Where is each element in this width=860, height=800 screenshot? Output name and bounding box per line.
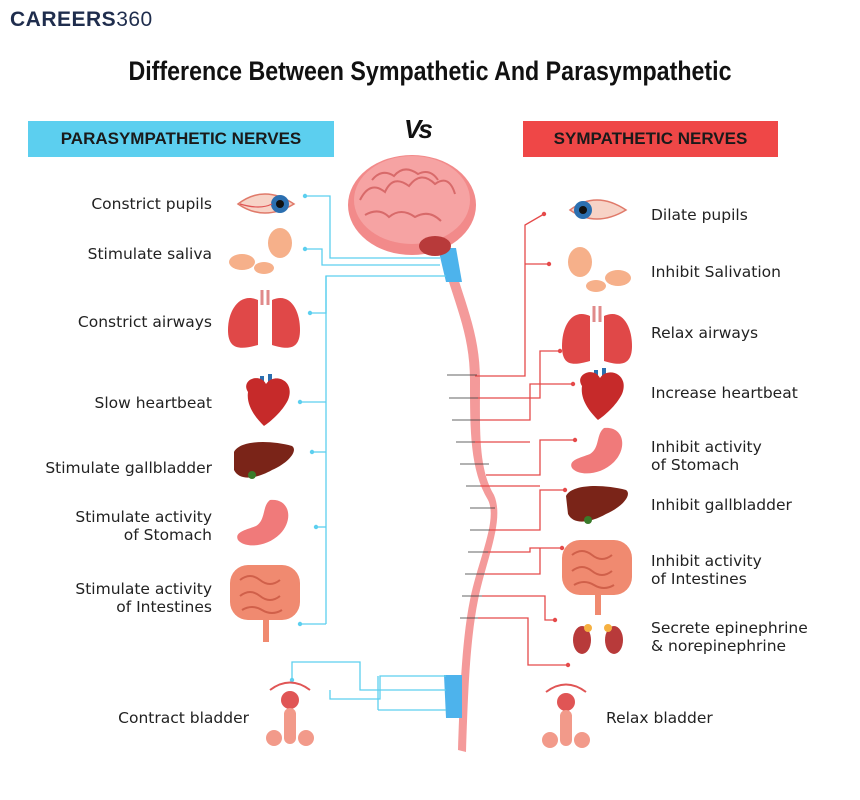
stomach-icon <box>237 499 289 546</box>
kidney-icon <box>573 624 623 654</box>
para-label-intestines-line1: Stimulate activity <box>75 580 212 598</box>
symp-label-intestines-line1: Inhibit activity <box>651 552 762 570</box>
salivary-gland-icon-right <box>568 247 631 292</box>
lungs-icon-right <box>562 306 632 364</box>
symp-label-epinephrine: Secrete epinephrine & norepinephrine <box>651 619 808 655</box>
spinal-cord <box>438 248 498 752</box>
symp-label-intestines: Inhibit activity of Intestines <box>651 552 762 588</box>
symp-label-bladder: Relax bladder <box>606 709 713 727</box>
salivary-gland-icon <box>229 228 292 274</box>
symp-label-intestines-line2: of Intestines <box>651 570 747 588</box>
sympathetic-connectors <box>475 213 575 666</box>
bladder-icon <box>266 681 314 746</box>
symp-label-salivation: Inhibit Salivation <box>651 263 781 281</box>
eye-icon <box>236 193 296 214</box>
para-label-stomach: Stimulate activity of Stomach <box>75 508 212 544</box>
symp-label-stomach-line1: Inhibit activity <box>651 438 762 456</box>
para-label-heartbeat: Slow heartbeat <box>94 394 213 412</box>
lungs-icon <box>228 290 300 348</box>
brain-icon <box>348 155 476 256</box>
para-label-intestines: Stimulate activity of Intestines <box>75 580 212 616</box>
symp-label-epinephrine-line2: & norepinephrine <box>651 637 787 655</box>
para-label-stomach-line2: of Stomach <box>123 526 212 544</box>
symp-label-gallbladder: Inhibit gallbladder <box>651 496 792 514</box>
para-label-saliva: Stimulate saliva <box>87 245 212 263</box>
sympathetic-header: SYMPATHETIC NERVES <box>523 121 778 157</box>
symp-label-epinephrine-line1: Secrete epinephrine <box>651 619 808 637</box>
symp-label-pupils: Dilate pupils <box>651 206 748 224</box>
liver-icon-right <box>566 486 628 524</box>
heart-icon <box>246 374 290 426</box>
parasympathetic-connectors <box>291 195 446 711</box>
symp-label-airways: Relax airways <box>651 324 759 342</box>
vs-label: Vs <box>404 114 433 144</box>
para-label-bladder: Contract bladder <box>118 709 249 727</box>
symp-label-heartbeat: Increase heartbeat <box>651 384 798 402</box>
intestines-icon <box>230 565 300 642</box>
logo-number: 360 <box>116 8 153 31</box>
parasympathetic-header: PARASYMPATHETIC NERVES <box>28 121 334 157</box>
symp-label-stomach-line2: of Stomach <box>651 456 740 474</box>
para-label-pupils: Constrict pupils <box>91 195 212 213</box>
eye-icon-right <box>568 199 628 220</box>
stomach-icon-right <box>571 427 623 474</box>
heart-icon-right <box>580 368 624 420</box>
page-title: Difference Between Sympathetic And Paras… <box>128 56 732 86</box>
para-label-airways: Constrict airways <box>77 313 212 331</box>
bladder-icon-right <box>542 683 590 748</box>
para-label-stomach-line1: Stimulate activity <box>75 508 212 526</box>
symp-label-stomach: Inhibit activity of Stomach <box>651 438 762 474</box>
intestines-icon-right <box>562 540 632 615</box>
careers360-logo: CAREERS360 <box>10 8 153 32</box>
para-label-gallbladder: Stimulate gallbladder <box>45 459 212 477</box>
para-label-intestines-line2: of Intestines <box>116 598 212 616</box>
logo-word: CAREERS <box>10 8 117 31</box>
liver-icon <box>234 442 294 479</box>
